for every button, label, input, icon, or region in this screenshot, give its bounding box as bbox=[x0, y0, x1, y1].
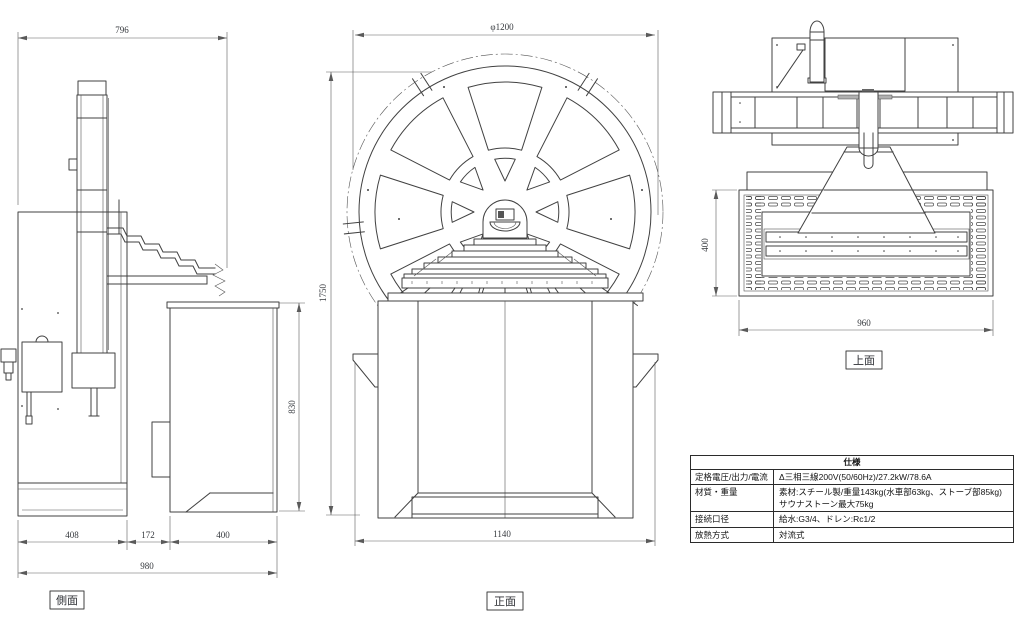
spec-row-material: 材質・重量 素材:スチール製/重量143kg(水車部63kg、ストーブ部85kg… bbox=[691, 485, 1013, 513]
spec-value: 素材:スチール製/重量143kg(水車部63kg、ストーブ部85kg) サウナス… bbox=[774, 485, 1013, 511]
side-view-label: 側面 bbox=[49, 590, 85, 610]
dim-830: 830 bbox=[287, 400, 297, 414]
spec-row-power: 定格電圧/出力/電流 Δ三相三線200V(50/60Hz)/27.2kW/78.… bbox=[691, 470, 1013, 486]
dim-172: 172 bbox=[141, 530, 155, 540]
front-right-fin bbox=[632, 353, 659, 388]
side-dimensions: 796 830 408 172 400 980 bbox=[17, 25, 305, 578]
dim-400-top: 400 bbox=[700, 238, 710, 252]
top-vent-plate bbox=[738, 171, 994, 297]
top-center-shaft bbox=[858, 91, 879, 169]
spec-table-title: 仕様 bbox=[691, 456, 1013, 470]
spec-row-heating: 放熱方式 対流式 bbox=[691, 527, 1013, 543]
spec-label: 定格電圧/出力/電流 bbox=[691, 470, 774, 485]
spec-value: Δ三相三線200V(50/60Hz)/27.2kW/78.6A bbox=[779, 472, 932, 482]
front-left-fin bbox=[352, 353, 379, 388]
dim-1140: 1140 bbox=[493, 529, 511, 539]
side-cabinet bbox=[0, 211, 128, 517]
side-label-text: 側面 bbox=[56, 594, 78, 607]
side-wheel-column bbox=[68, 80, 120, 354]
spec-label: 接続口径 bbox=[691, 512, 774, 527]
dim-phi1200: φ1200 bbox=[490, 22, 514, 32]
spec-table: 仕様 定格電圧/出力/電流 Δ三相三線200V(50/60Hz)/27.2kW/… bbox=[690, 455, 1014, 544]
dim-960: 960 bbox=[857, 318, 871, 328]
side-stove-box bbox=[151, 301, 280, 513]
top-dimensions: 400 960 bbox=[700, 189, 994, 336]
top-view: 400 960 上面 bbox=[700, 20, 1014, 370]
wheel-rivets bbox=[367, 86, 643, 220]
spec-label: 材質・重量 bbox=[691, 485, 774, 512]
top-view-label: 上面 bbox=[845, 350, 883, 370]
top-label-text: 上面 bbox=[853, 354, 875, 367]
dim-1750: 1750 bbox=[318, 284, 328, 303]
front-label-text: 正面 bbox=[494, 596, 516, 608]
front-hub bbox=[482, 199, 528, 243]
front-stove-box bbox=[352, 292, 659, 519]
dim-400-side: 400 bbox=[216, 530, 230, 540]
dim-408: 408 bbox=[65, 530, 79, 540]
spec-value-line2: サウナストーン最大75kg bbox=[779, 498, 874, 509]
side-view: 796 830 408 172 400 980 側面 bbox=[0, 25, 305, 610]
top-motor-dome bbox=[809, 20, 825, 33]
front-stone-pyramid bbox=[403, 238, 607, 280]
front-view: φ1200 1750 1140 正面 bbox=[318, 22, 664, 611]
front-view-label: 正面 bbox=[486, 591, 524, 611]
top-rear-panel bbox=[771, 20, 959, 146]
spec-label: 放熱方式 bbox=[691, 527, 774, 543]
front-dimensions: φ1200 1750 1140 bbox=[318, 22, 659, 546]
spec-value-line1: 素材:スチール製/重量143kg(水車部63kg、ストーブ部85kg) bbox=[779, 487, 1002, 498]
spec-value: 給水:G3/4、ドレン:Rc1/2 bbox=[779, 514, 876, 525]
side-water-spout bbox=[106, 227, 226, 297]
spec-value: 対流式 bbox=[779, 529, 805, 540]
dim-796: 796 bbox=[115, 25, 129, 35]
spec-row-connection: 接続口径 給水:G3/4、ドレン:Rc1/2 bbox=[691, 512, 1013, 528]
dim-980: 980 bbox=[140, 561, 154, 571]
